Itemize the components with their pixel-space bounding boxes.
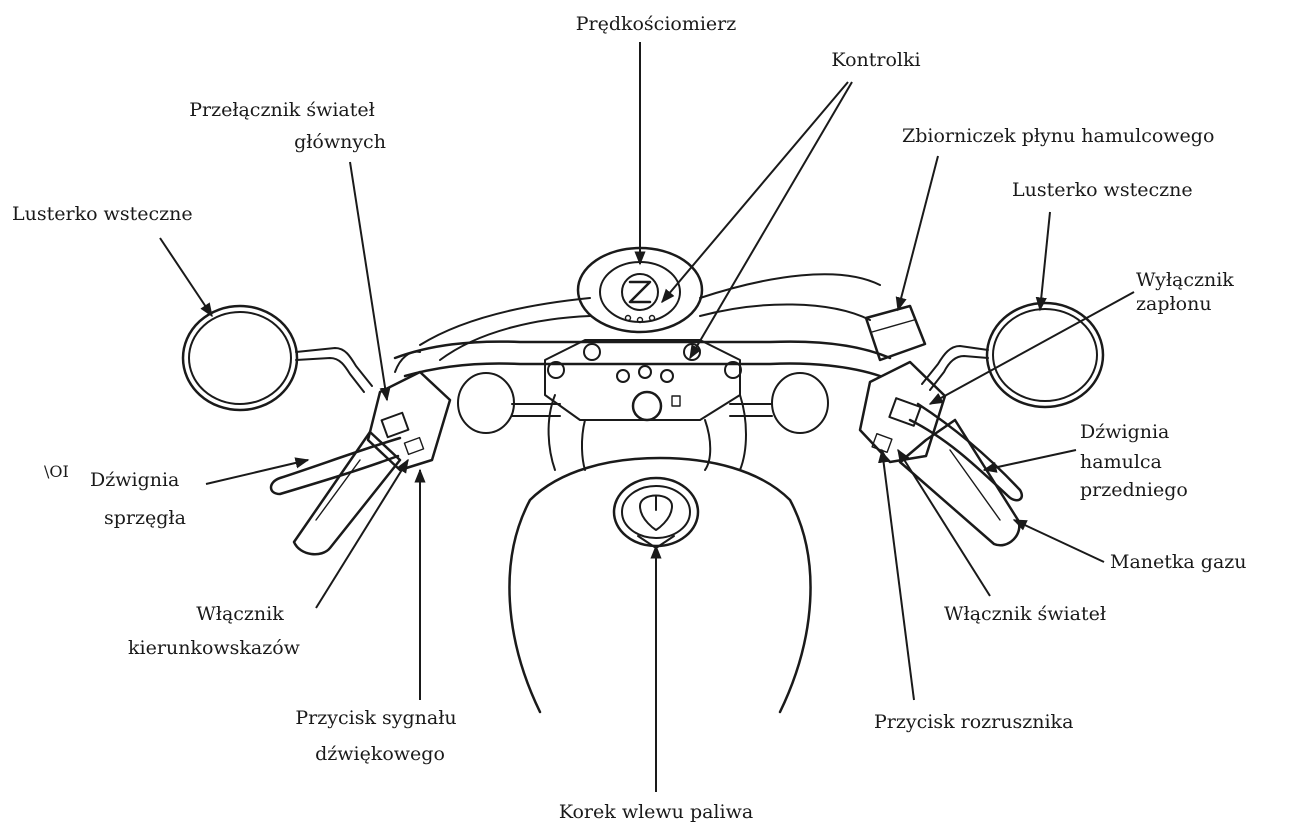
arrow-front-brake — [984, 450, 1076, 470]
arrow-throttle — [1014, 520, 1104, 562]
arrow-starter — [882, 450, 914, 700]
arrow-headlight-switch — [350, 162, 387, 400]
arrow-brake-fluid — [898, 156, 938, 310]
arrow-turn-signal — [316, 460, 408, 608]
arrow-lights-switch — [898, 450, 990, 596]
arrow-mirror-left — [160, 238, 212, 316]
arrow-indicators-2 — [690, 82, 852, 358]
arrow-clutch-lever — [206, 460, 308, 484]
arrow-mirror-right — [1040, 212, 1050, 310]
arrow-ignition — [930, 292, 1134, 404]
arrow-indicators-1 — [662, 82, 848, 302]
